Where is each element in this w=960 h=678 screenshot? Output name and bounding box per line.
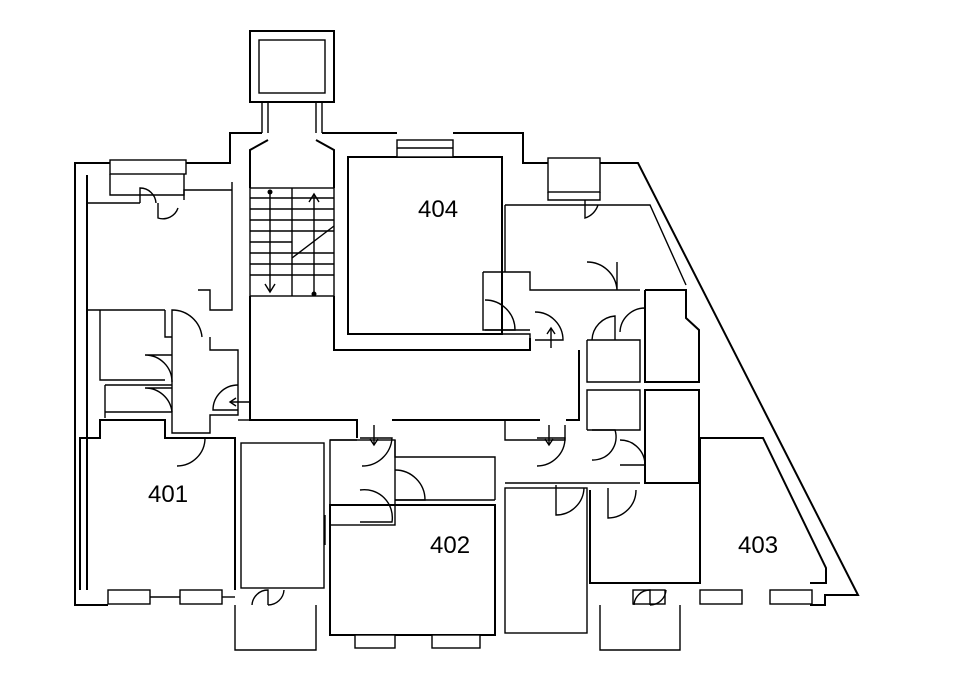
room-403 bbox=[589, 437, 827, 651]
window bbox=[547, 157, 601, 193]
room-label-402: 402 bbox=[430, 532, 470, 559]
window bbox=[699, 589, 743, 605]
room-404 bbox=[347, 139, 531, 338]
window bbox=[354, 634, 396, 649]
window bbox=[769, 589, 813, 605]
stairwell bbox=[249, 139, 335, 297]
corridor-walls bbox=[238, 296, 580, 438]
doors bbox=[139, 187, 667, 606]
room-401 bbox=[79, 419, 236, 605]
stair-arrow-up bbox=[308, 192, 320, 297]
window bbox=[109, 159, 187, 175]
room-402 bbox=[329, 504, 496, 636]
window bbox=[431, 634, 481, 649]
room-label-401: 401 bbox=[148, 481, 188, 508]
elevator-shaft bbox=[249, 30, 335, 133]
room-label-403: 403 bbox=[738, 532, 778, 559]
room-label-404: 404 bbox=[418, 196, 458, 223]
right-centre-cluster bbox=[482, 157, 700, 634]
window bbox=[179, 589, 223, 605]
middle-lower-rooms bbox=[234, 439, 496, 651]
window bbox=[107, 589, 151, 605]
stair-treads bbox=[250, 188, 335, 296]
upper-left-unit bbox=[87, 159, 239, 434]
stair-arrow-down bbox=[264, 189, 276, 294]
direction-arrows bbox=[228, 326, 556, 447]
